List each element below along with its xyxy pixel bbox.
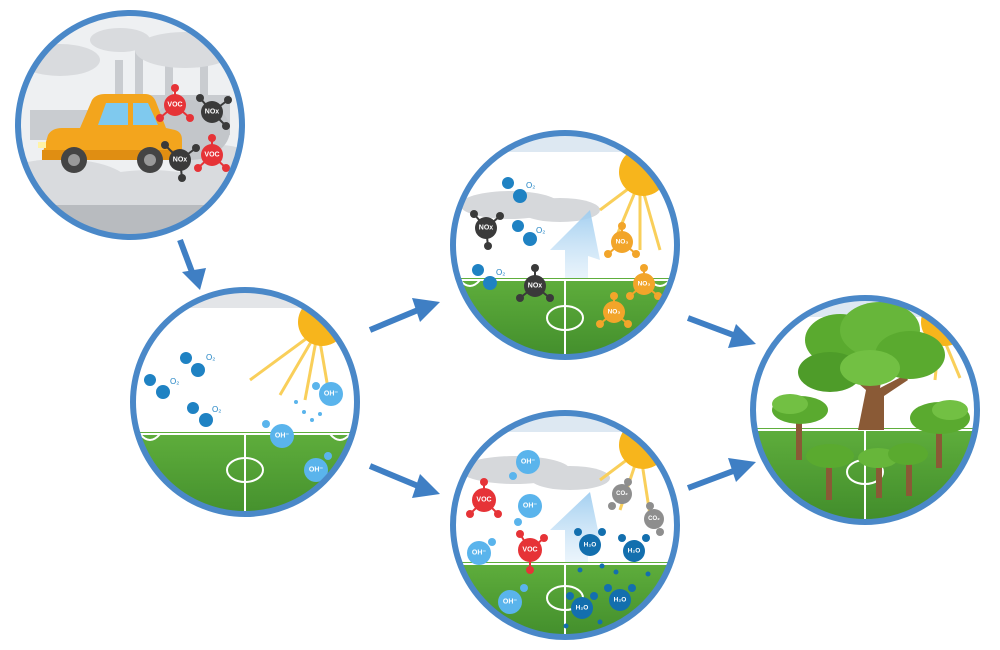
smog-icon <box>460 456 610 490</box>
h2o-molecule: H₂O <box>604 584 636 611</box>
nox-label: NOx <box>479 225 494 232</box>
nox-molecule: NOx <box>470 210 504 250</box>
co2-molecule: CO₂ <box>644 502 664 536</box>
o2-label: O₂ <box>526 181 535 190</box>
co2-label: CO₂ <box>648 516 660 522</box>
oh-label: OH⁻ <box>521 459 536 466</box>
rain-drops-icon <box>294 400 322 422</box>
h2o-label: H₂O <box>614 597 627 604</box>
o2-label: O₂ <box>536 226 545 235</box>
oh-molecule: OH⁻ <box>304 452 332 482</box>
voc-label: VOC <box>204 152 219 159</box>
no3-molecule: NO₃ <box>626 264 662 300</box>
oh-label: OH⁻ <box>324 391 339 398</box>
oh-molecule: OH⁻ <box>467 538 496 565</box>
nox-label: NOx <box>173 157 188 164</box>
arrow-pollution-to-daylight <box>177 238 206 290</box>
pollution-panel: VOC NOx NOx <box>15 10 245 240</box>
panel-ring <box>450 410 680 640</box>
panel-ring <box>130 287 360 517</box>
o2-label: O₂ <box>170 377 179 386</box>
no3-label: NO₃ <box>608 309 621 316</box>
o2-molecule: O₂ <box>180 352 215 377</box>
nox-molecule: NOx <box>516 264 554 302</box>
oh-label: OH⁻ <box>503 599 518 606</box>
oh-molecule: OH⁻ <box>498 584 528 614</box>
voc-molecule: VOC <box>516 530 548 574</box>
updraft-arrow-icon <box>550 492 600 580</box>
oh-label: OH⁻ <box>472 550 487 557</box>
oh-label: OH⁻ <box>523 503 538 510</box>
arrow-nox-to-clean <box>686 315 756 348</box>
panel-ring <box>750 295 980 525</box>
nox-label: NOx <box>528 283 543 290</box>
updraft-arrow-icon <box>550 210 600 300</box>
co2-label: CO₂ <box>616 491 628 497</box>
panel-ring <box>450 130 680 360</box>
o2-label: O₂ <box>206 353 215 362</box>
h2o-label: H₂O <box>584 542 597 549</box>
o2-molecule: O₂ <box>187 402 221 427</box>
arrow-voc-to-clean <box>686 458 756 491</box>
nox-label: NOx <box>205 109 220 116</box>
voc-molecule: VOC <box>194 134 230 172</box>
trees-icon <box>772 302 970 500</box>
h2o-molecule: H₂O <box>566 592 598 619</box>
arrow-daylight-to-voc <box>368 463 440 498</box>
no3-label: NO₃ <box>638 281 651 288</box>
o2-label: O₂ <box>496 268 505 277</box>
daylight-panel: O₂ O₂ O₂ OH⁻ OH⁻ <box>130 287 360 517</box>
h2o-molecule: H₂O <box>618 534 650 562</box>
oh-label: OH⁻ <box>309 467 324 474</box>
h2o-molecule: H₂O <box>574 528 606 556</box>
oh-molecule: OH⁻ <box>514 494 542 526</box>
nox-molecule: NOx <box>196 94 232 130</box>
voc-label: VOC <box>522 547 537 554</box>
panel-ring <box>15 10 245 240</box>
no3-label: NO₃ <box>616 239 629 246</box>
nox-reaction-panel: O₂ O₂ O₂ NOx <box>450 130 680 360</box>
o2-molecule: O₂ <box>502 177 535 203</box>
no3-molecule: NO₃ <box>596 292 632 328</box>
voc-label: VOC <box>476 497 491 504</box>
voc-reaction-panel: OH⁻ OH⁻ OH⁻ OH⁻ <box>450 410 680 640</box>
voc-label: VOC <box>167 102 182 109</box>
nox-molecule: NOx <box>161 141 200 182</box>
oh-molecule: OH⁻ <box>312 382 343 406</box>
o2-molecule: O₂ <box>512 220 545 246</box>
h2o-label: H₂O <box>628 548 641 555</box>
o2-molecule: O₂ <box>144 374 179 399</box>
oh-molecule: OH⁻ <box>262 420 294 448</box>
soccer-field-icon <box>753 428 977 522</box>
o2-label: O₂ <box>212 405 221 414</box>
co2-molecule: CO₂ <box>608 478 632 510</box>
h2o-label: H₂O <box>576 605 589 612</box>
oh-label: OH⁻ <box>275 433 290 440</box>
o2-molecule: O₂ <box>472 264 505 290</box>
voc-molecule: VOC <box>466 478 502 518</box>
smog-icon <box>460 191 600 222</box>
oh-molecule: OH⁻ <box>509 450 540 480</box>
no3-molecule: NO₃ <box>604 222 640 258</box>
voc-molecule: VOC <box>156 84 194 122</box>
arrow-daylight-to-nox <box>368 298 440 333</box>
clean-air-panel <box>750 295 980 525</box>
car-icon <box>38 94 182 173</box>
